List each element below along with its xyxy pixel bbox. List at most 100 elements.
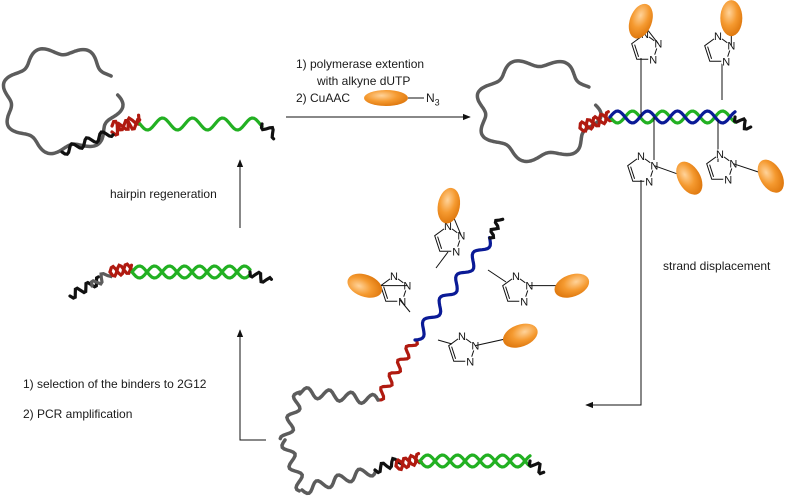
triazole-bottom-2: NNN [706,149,784,193]
orange-label-reagent [364,90,408,106]
n-atom-label: N [637,151,645,163]
primer-red-b [110,118,142,132]
triazole-mid-3: NNN [502,271,590,308]
double-bond [437,236,443,249]
primer-red [376,339,420,402]
n-atom-bg [519,296,530,307]
n-atom-label: N [645,176,653,188]
primer-duplex-a [108,263,134,278]
double-bond [505,286,511,299]
end-strand-left [373,456,404,475]
n-atom-label: N [512,271,520,283]
double-bond [634,44,640,57]
orange-label [502,323,538,348]
n-atom-label: N [714,31,722,43]
n-atom-bg [715,149,725,159]
step-top-line3: 2) CuAAC [296,91,351,105]
n-atom-label: N [654,39,662,51]
n-atom-bg [443,221,453,231]
double-bond [383,286,389,299]
triazole-top-1: NNN [628,3,664,66]
primer-duplex-a [578,112,614,133]
gray-strand-1 [298,385,380,406]
gray-strand-3 [280,438,305,493]
triazole-mid-4: NNN [448,323,538,368]
n-atom-label: N [403,281,411,293]
n-atom-label: N [520,296,528,308]
loop-end-strand [60,130,115,156]
double-bond [630,166,636,179]
double-bond [709,164,715,177]
step-pcr: 2) PCR amplification [23,407,133,421]
primer-duplex-b [394,453,424,470]
arrow-strand-displacement [585,180,642,409]
linker [487,269,507,283]
orange-label [628,3,653,39]
end-strand [488,217,505,240]
n-atom-label: N [641,29,649,41]
end-strand-right [248,270,273,284]
orange-label [437,187,461,224]
gray-strand-left [89,272,113,288]
primer-duplex-b [108,262,135,278]
n-atom-label: N [458,331,466,343]
n-atom-bg [457,331,467,341]
blue-strand [413,236,493,342]
orange-label [347,273,383,298]
end-strand-left [68,275,100,300]
n-atom-label: N [722,56,730,68]
n-atom-label: N [727,41,735,53]
dsdna-middle-left [68,262,273,300]
n-atom-bg [721,56,732,67]
orange-label [554,273,590,298]
n-atom-label: N [444,221,452,233]
n-atom-label: N [457,231,465,243]
orange-label [720,0,743,37]
primer-duplex-b [578,110,610,131]
loop-strand [1,47,125,156]
linker [437,339,453,345]
triazole-mid-2: NNN [347,271,413,308]
orange-label [676,161,703,195]
step-selection: 1) selection of the binders to 2G12 [23,377,207,391]
n-atom-bg [397,296,408,307]
step-top-line2: with alkyne dUTP [317,74,411,88]
n-atom-bg [451,246,462,257]
n-atom-label: N [390,271,398,283]
linker [435,251,449,269]
n-atom-label: N [452,246,460,258]
blue-strand [608,109,737,125]
linker [399,299,411,313]
gray-strand-4 [300,467,378,496]
reaction-arrows [236,113,642,441]
double-bond [451,346,457,359]
n-atom-bg [648,54,659,65]
green-strand [138,116,264,132]
n-atom-bg [636,151,646,161]
end-strand [732,115,753,131]
n-atom-bg [465,356,476,367]
n-atom-bg [723,174,734,185]
n-atom-label: N [724,174,732,186]
end-strand-right [527,459,546,476]
orange-label [757,159,784,193]
n-atom-label: N [525,281,533,293]
n-atom-label: N [466,356,474,368]
end-strand [259,122,276,141]
n-atom-label: N [649,54,657,66]
triazole-top-2: NNN [704,0,743,68]
extended-strand-bottom [278,385,546,496]
azide-reagent [364,90,424,106]
step-hairpin-regeneration: hairpin regeneration [110,187,217,201]
green-duplex-a [418,453,532,469]
n-atom-label: N [650,161,658,173]
n-atom-label: N [716,149,724,161]
hairpin-dna-top-left [1,47,276,156]
azide-n-label: N3 [426,91,440,108]
arrow-pcr-up [236,329,266,441]
green-duplex-b [130,264,252,280]
green-duplex-b [418,453,532,469]
